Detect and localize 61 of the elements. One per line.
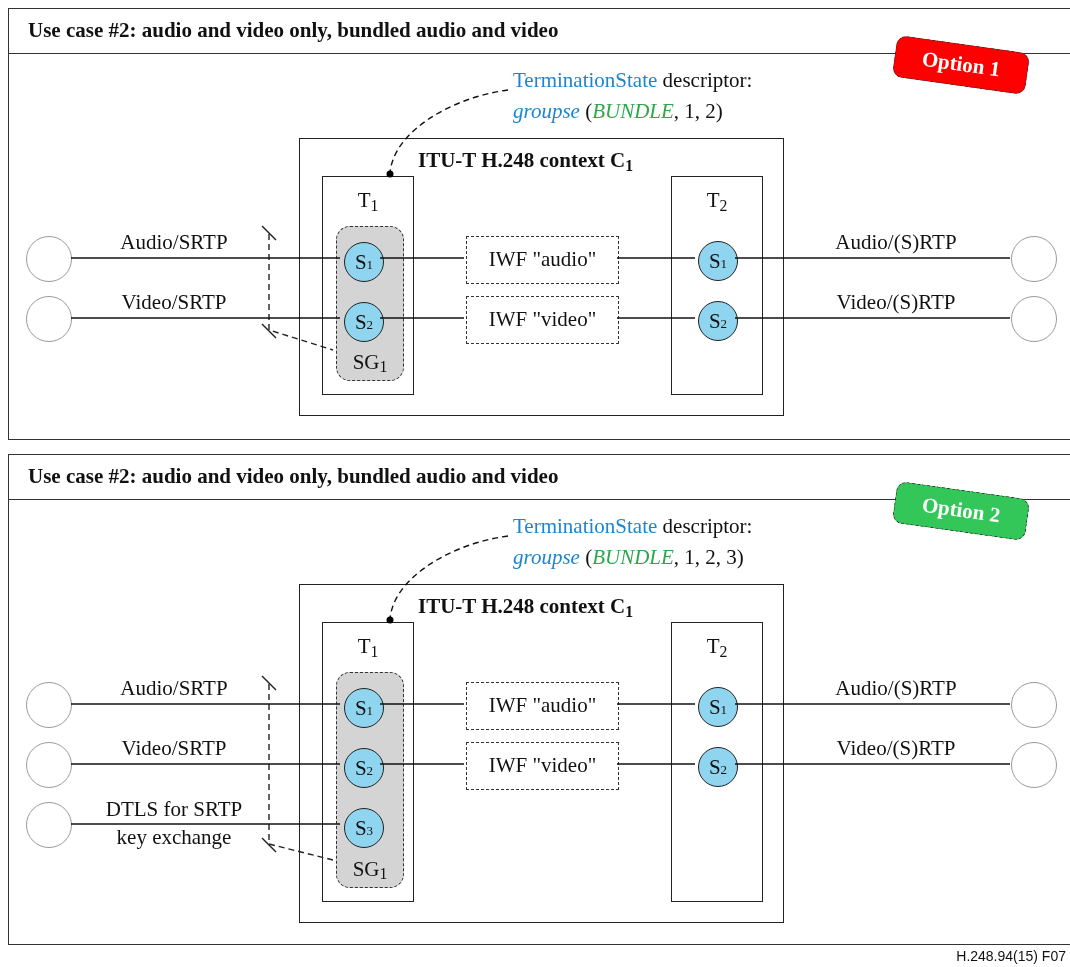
panel-title: Use case #2: audio and video only, bundled audio and video xyxy=(28,17,559,45)
edge-label: Video/(S)RTP xyxy=(836,735,956,762)
connector-line xyxy=(734,257,1011,259)
edge-label: Video/(S)RTP xyxy=(836,289,956,316)
edge-label: Video/SRTP xyxy=(121,735,227,762)
edge-label: DTLS for SRTP key exchange xyxy=(104,796,244,851)
termination-box xyxy=(671,622,763,902)
connector-line xyxy=(734,763,1011,765)
connector-line xyxy=(734,317,1011,319)
connector-line xyxy=(379,317,465,319)
connector-line xyxy=(70,823,341,825)
connector-line xyxy=(616,257,696,259)
panel xyxy=(8,8,1070,440)
edge-label: Audio/SRTP xyxy=(120,229,228,256)
connector-line xyxy=(379,703,465,705)
panel-title: Use case #2: audio and video only, bundled audio and video xyxy=(28,463,559,491)
connector-line xyxy=(616,317,696,319)
option-badge: Option 1 xyxy=(891,34,1031,96)
connector-line xyxy=(70,257,341,259)
connector-line xyxy=(616,763,696,765)
panel xyxy=(8,454,1070,945)
iwf-box: IWF "video" xyxy=(466,296,619,344)
connector-line xyxy=(70,703,341,705)
descriptor-name: TerminationState xyxy=(513,514,658,538)
connector-line xyxy=(616,703,696,705)
connector-line xyxy=(379,763,465,765)
option-badge: Option 2 xyxy=(891,480,1031,542)
edge-label: Audio/SRTP xyxy=(120,675,228,702)
descriptor-name: TerminationState xyxy=(513,68,658,92)
descriptor-text: descriptor: xyxy=(662,514,753,538)
descriptor-text: descriptor: xyxy=(662,68,753,92)
stream-group xyxy=(336,672,404,888)
stream-group xyxy=(336,226,404,381)
group-label: SG$_{1}$ xyxy=(352,855,388,885)
termination-box xyxy=(322,176,414,395)
iwf-box: IWF "audio" xyxy=(466,236,619,284)
figure-id: H.248.94(15) F07 xyxy=(956,947,1066,966)
termination-box xyxy=(322,622,414,902)
connector-line xyxy=(734,703,1011,705)
connector-line xyxy=(70,763,341,765)
termination-label: T$_{2}$ xyxy=(706,633,728,662)
iwf-box: IWF "audio" xyxy=(466,682,619,730)
edge-label: Audio/(S)RTP xyxy=(835,675,957,702)
group-parameters: groupse (BUNDLE, 1, 2) xyxy=(513,99,723,123)
iwf-box: IWF "video" xyxy=(466,742,619,790)
termination-label: T$_{1}$ xyxy=(357,187,379,216)
context-title: ITU-T H.248 context C$_{1}$ xyxy=(418,147,634,176)
context-title: ITU-T H.248 context C$_{1}$ xyxy=(418,593,634,622)
termination-label: T$_{1}$ xyxy=(357,633,379,662)
termination-box xyxy=(671,176,763,395)
group-parameters: groupse (BUNDLE, 1, 2, 3) xyxy=(513,545,744,569)
leader-line xyxy=(386,535,509,624)
context-box xyxy=(299,138,784,416)
edge-label: Video/SRTP xyxy=(121,289,227,316)
connector-line xyxy=(379,257,465,259)
context-box xyxy=(299,584,784,923)
connector-line xyxy=(70,317,341,319)
edge-label: Audio/(S)RTP xyxy=(835,229,957,256)
termination-label: T$_{2}$ xyxy=(706,187,728,216)
group-label: SG$_{1}$ xyxy=(352,348,388,378)
leader-line xyxy=(386,89,509,178)
